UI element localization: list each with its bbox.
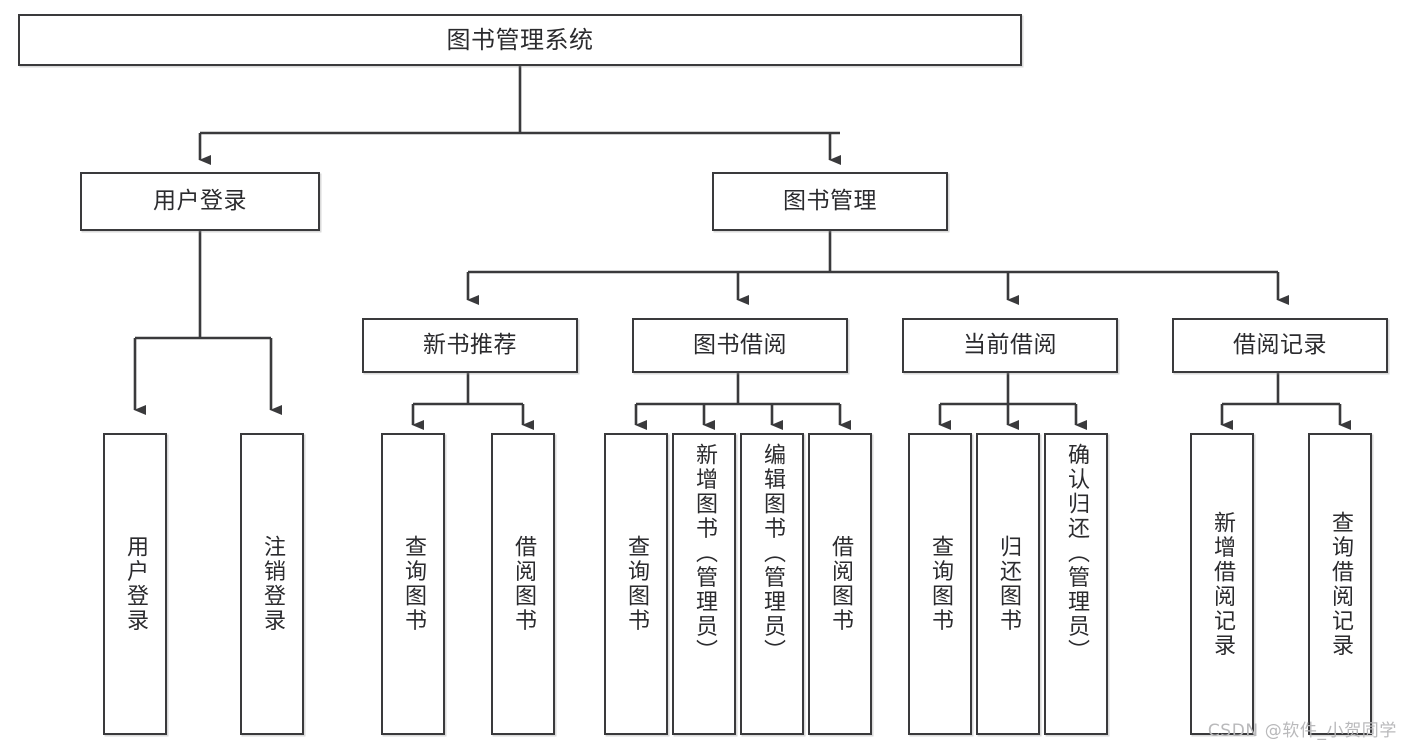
node-label: 查询图书	[928, 535, 953, 633]
node-borrow-record[interactable]: 借阅记录	[1172, 318, 1388, 373]
leaf-logout-login[interactable]: 注销登录	[240, 433, 304, 735]
node-label: 图书借阅	[693, 331, 787, 358]
node-label: 借阅图书	[828, 535, 853, 633]
node-current-borrow[interactable]: 当前借阅	[902, 318, 1118, 373]
node-label: 图书管理	[783, 187, 877, 214]
node-label: 编辑图书（管理员）	[760, 443, 785, 664]
node-label: 查询图书	[401, 535, 426, 633]
leaf-borrow-book[interactable]: 借阅图书	[808, 433, 872, 735]
leaf-borrow-book-recommend[interactable]: 借阅图书	[491, 433, 555, 735]
leaf-return-book[interactable]: 归还图书	[976, 433, 1040, 735]
leaf-user-login[interactable]: 用户登录	[103, 433, 167, 735]
node-label: 当前借阅	[963, 331, 1057, 358]
leaf-query-book-borrow[interactable]: 查询图书	[604, 433, 668, 735]
node-label: 借阅记录	[1233, 331, 1327, 358]
node-label: 新增图书（管理员）	[692, 443, 717, 664]
node-label: 新增借阅记录	[1210, 510, 1235, 658]
leaf-query-borrow-record[interactable]: 查询借阅记录	[1308, 433, 1372, 735]
leaf-add-borrow-record[interactable]: 新增借阅记录	[1190, 433, 1254, 735]
node-label: 归还图书	[996, 535, 1021, 633]
leaf-add-book-admin[interactable]: 新增图书（管理员）	[672, 433, 736, 735]
node-label: 用户登录	[123, 535, 148, 633]
node-label: 确认归还（管理员）	[1064, 443, 1089, 664]
leaf-query-book-recommend[interactable]: 查询图书	[381, 433, 445, 735]
node-label: 新书推荐	[423, 331, 517, 358]
leaf-edit-book-admin[interactable]: 编辑图书（管理员）	[740, 433, 804, 735]
leaf-query-book-current[interactable]: 查询图书	[908, 433, 972, 735]
node-label: 图书管理系统	[446, 25, 594, 54]
node-user-login[interactable]: 用户登录	[80, 172, 320, 231]
node-label: 借阅图书	[511, 535, 536, 633]
leaf-confirm-return-admin[interactable]: 确认归还（管理员）	[1044, 433, 1108, 735]
watermark-text: CSDN @软件_小贺同学	[1207, 721, 1397, 741]
node-new-book-recommend[interactable]: 新书推荐	[362, 318, 578, 373]
node-book-borrow[interactable]: 图书借阅	[632, 318, 848, 373]
node-root-book-management-system[interactable]: 图书管理系统	[18, 14, 1022, 66]
node-label: 注销登录	[260, 535, 285, 633]
node-book-management[interactable]: 图书管理	[712, 172, 948, 231]
node-label: 查询借阅记录	[1328, 510, 1353, 658]
node-label: 用户登录	[153, 187, 247, 214]
node-label: 查询图书	[624, 535, 649, 633]
